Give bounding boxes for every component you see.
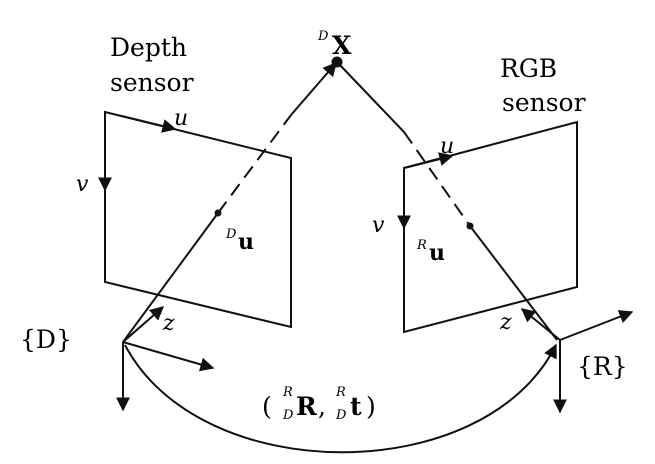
rgb-ray-upper — [337, 62, 405, 133]
depth-projection-marker — [214, 209, 222, 217]
depth-sensor-title-line1: Depth — [110, 33, 187, 62]
world-point-superscript: D — [317, 29, 329, 44]
rgb-z-label: z — [499, 310, 512, 335]
transform-arc — [124, 343, 557, 454]
rgb-sensor-title-line1: RGB — [500, 54, 557, 83]
depth-projection-main: u — [238, 229, 254, 255]
rgb-u-label: u — [440, 134, 454, 159]
depth-projection-superscript: D — [225, 227, 237, 242]
transform-r-subscript: D — [282, 408, 294, 423]
transform-open-paren: ( — [262, 392, 272, 421]
depth-v-label: v — [76, 172, 89, 197]
rgb-ray-lower — [469, 225, 558, 341]
depth-sensor-title-line2: sensor — [110, 68, 194, 97]
depth-image-plane — [104, 110, 292, 329]
depth-frame-label: {D} — [20, 325, 72, 354]
world-point-main: X — [332, 31, 352, 60]
depth-u-label: u — [174, 106, 188, 131]
rgb-ray-hidden — [403, 131, 471, 227]
rgb-frame-label: {R} — [577, 352, 628, 381]
transform-r-superscript: R — [282, 385, 293, 400]
depth-ray-lower — [122, 212, 219, 343]
rgb-sensor-title-line2: sensor — [502, 88, 586, 117]
transform-t-subscript: D — [335, 408, 347, 423]
world-point-marker — [331, 56, 343, 68]
transform-comma: , — [318, 392, 326, 421]
depth-ray-upper — [290, 61, 337, 116]
transform-translation: t — [350, 392, 362, 421]
transform-t-superscript: R — [335, 385, 346, 400]
rgb-frame-z-arrow — [520, 308, 561, 341]
rgb-projection-label: R u — [416, 234, 445, 266]
rgb-v-label: v — [372, 213, 385, 238]
rgb-frame-x-arrow — [559, 310, 634, 341]
rgb-u-axis-arrow — [403, 152, 454, 169]
world-point-label: D X — [317, 25, 352, 60]
depth-u-axis-arrow — [121, 115, 177, 133]
transform-label: ( R D R , R D t ) — [262, 381, 376, 423]
rgb-projection-marker — [466, 222, 474, 230]
depth-z-label: z — [162, 311, 175, 336]
depth-frame-x-arrow — [122, 341, 215, 372]
rgb-projection-superscript: R — [416, 238, 427, 253]
depth-frame-z-arrow — [122, 306, 165, 343]
rgb-projection-main: u — [429, 240, 445, 266]
depth-ray-hidden — [217, 114, 292, 214]
transform-close-paren: ) — [366, 392, 376, 421]
depth-projection-label: D u — [225, 223, 254, 255]
rgb-image-plane — [403, 120, 578, 334]
transform-rotation: R — [296, 392, 317, 421]
